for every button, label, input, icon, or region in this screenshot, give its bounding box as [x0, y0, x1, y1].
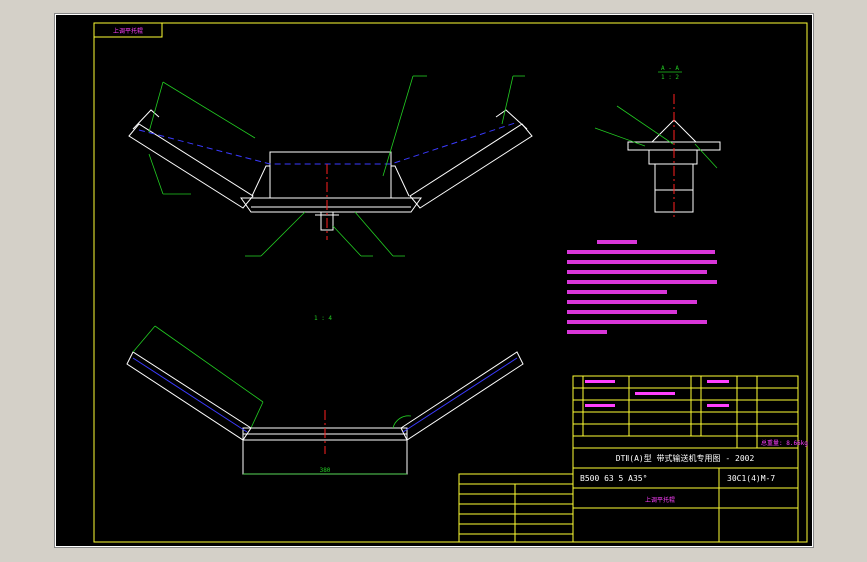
plan-view: 380 1 : 4 [126, 315, 524, 475]
dim-line-2 [148, 81, 164, 133]
dim-line-1 [162, 81, 256, 139]
notes-line-5 [567, 290, 667, 294]
parts-entry-5 [707, 404, 729, 407]
stamp-box [93, 22, 163, 38]
angle-arc [392, 415, 412, 429]
notes-heading [597, 240, 637, 244]
part-name: 上调平托辊 [645, 496, 675, 504]
notes-line-8 [567, 320, 707, 324]
belt-hidden-line [138, 121, 519, 165]
section-title: A - A [661, 65, 679, 72]
notes-block [567, 240, 717, 334]
notes-line-7 [567, 310, 677, 314]
section-leader-2 [594, 127, 646, 147]
section-leader-1 [616, 105, 674, 145]
notes-line-3 [567, 270, 707, 274]
total-weight: 总重量: 8.66kg [761, 439, 808, 447]
notes-line-6 [567, 300, 697, 304]
plan-hidden-right [402, 357, 518, 433]
leader-1 [382, 75, 414, 177]
parts-entry-3 [635, 392, 675, 395]
title-block: DTⅡ(A)型 带式输送机专用图 - 2002 B500 63 5 A35° 3… [458, 447, 799, 543]
parts-entry-1 [585, 380, 615, 383]
section-hub [648, 149, 698, 165]
parts-entry-2 [585, 404, 615, 407]
front-view [128, 75, 533, 257]
revision-table [458, 473, 574, 543]
middle-roller [269, 151, 392, 199]
drawing-code: 30C1(4)M-7 [727, 474, 775, 483]
spec-code: B500 63 5 A35° [580, 474, 647, 483]
cad-viewport[interactable]: 上调平托辊 [54, 13, 814, 548]
leader-2 [501, 75, 514, 125]
left-roller-wing [128, 123, 254, 209]
right-roller-bracket [495, 109, 528, 130]
plan-hidden-left [132, 357, 248, 433]
weld-leader [148, 153, 164, 195]
plan-left-dim-1 [132, 325, 156, 353]
left-roller-bracket [132, 109, 160, 130]
dim-bottom: 380 [320, 467, 331, 474]
left-stand [251, 165, 270, 197]
view-scale: 1 : 4 [314, 315, 332, 322]
mount-bolt [320, 211, 334, 231]
notes-line-9 [567, 330, 607, 334]
right-roller-wing [409, 123, 533, 209]
plan-left-dim-3 [250, 401, 264, 429]
notes-line-2 [567, 260, 717, 264]
plan-left-wing [126, 351, 252, 441]
base-beam [240, 197, 422, 213]
series-title: DTⅡ(A)型 带式输送机专用图 - 2002 [616, 453, 755, 463]
drawing-frame [93, 22, 808, 543]
section-scale: 1 : 2 [661, 74, 679, 81]
parts-list: 总重量: 8.66kg [572, 375, 808, 449]
outer-border [55, 14, 813, 547]
section-detail: A - A 1 : 2 [594, 65, 721, 218]
drawing-canvas: 上调平托辊 [55, 14, 813, 547]
parts-entry-4 [707, 380, 729, 383]
plan-left-dim-2 [154, 325, 264, 403]
plan-right-wing [400, 351, 524, 441]
section-leader-3 [694, 143, 718, 169]
right-stand [391, 165, 410, 197]
notes-line-1 [567, 250, 715, 254]
leader-5 [354, 211, 394, 257]
drawing-stamp: 上调平托辊 [113, 27, 143, 35]
leader-4 [332, 225, 362, 257]
leader-3 [260, 211, 306, 257]
notes-line-4 [567, 280, 717, 284]
